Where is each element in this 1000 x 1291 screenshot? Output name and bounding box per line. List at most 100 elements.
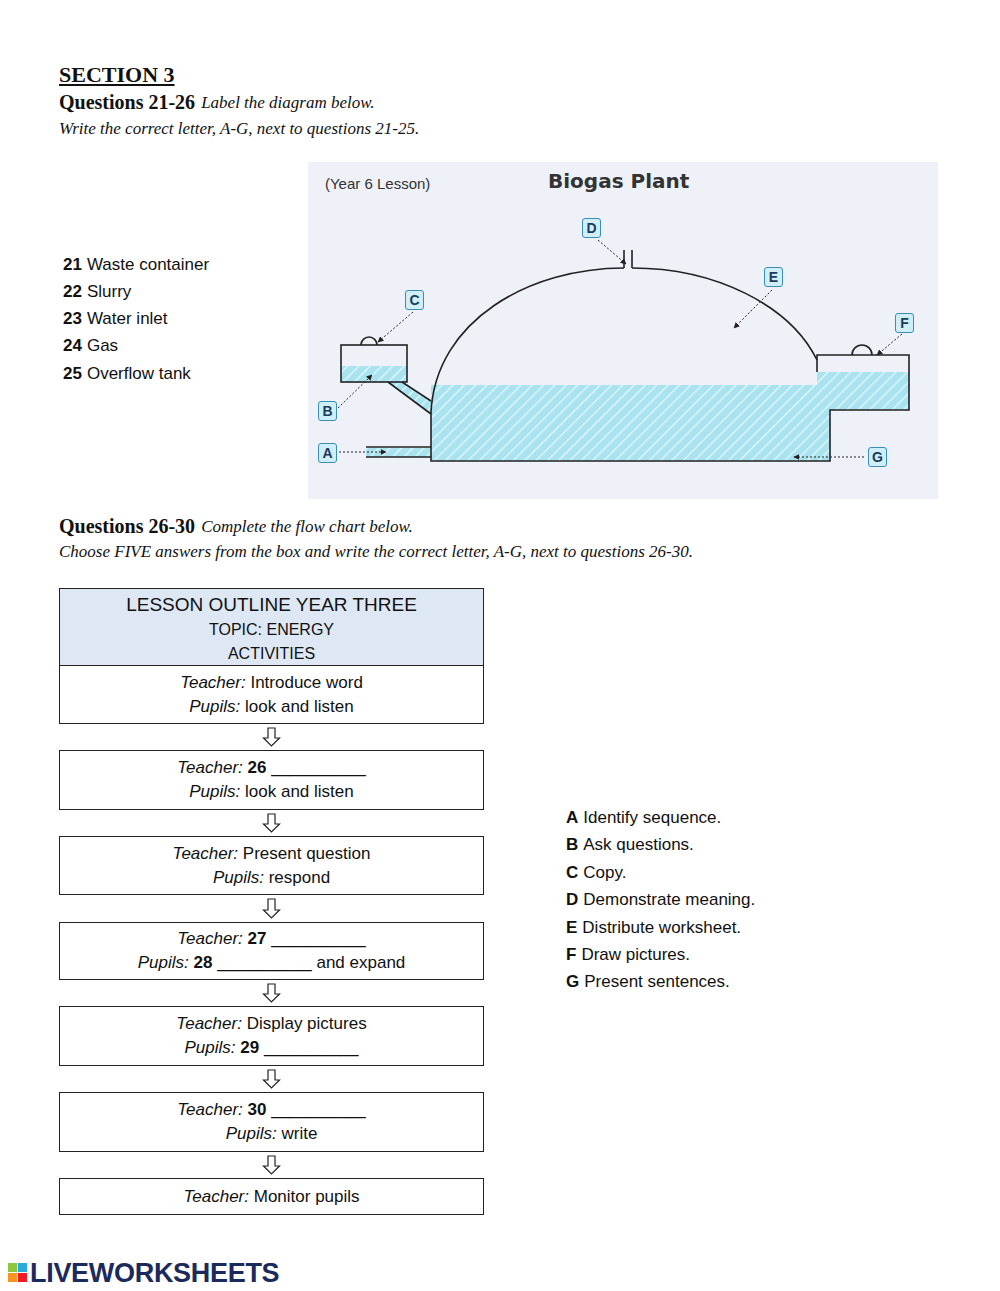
text-line: Pupils:28 __________and expand xyxy=(138,951,406,975)
box-text: __________ xyxy=(264,1038,359,1057)
flow-arrow xyxy=(264,1156,280,1174)
question-number: 30 xyxy=(248,1100,267,1119)
text-line: Teacher: Monitor pupils xyxy=(183,1185,359,1209)
answer-item: Waste container xyxy=(87,255,209,275)
box-text: look and listen xyxy=(245,782,354,801)
flow-arrow xyxy=(264,814,280,832)
role-label: Pupils: xyxy=(138,953,189,972)
callout-letter: B xyxy=(318,401,337,421)
text-line: Teacher: 26__________ xyxy=(177,756,366,780)
role-label: Teacher: xyxy=(176,1014,242,1033)
instruction: Label the diagram below. xyxy=(201,93,374,113)
role-label: Teacher: xyxy=(177,929,243,948)
answer-item: Overflow tank xyxy=(87,364,191,384)
option-letter: D xyxy=(566,890,578,910)
answer-item: Gas xyxy=(87,336,118,356)
instruction: Write the correct letter, A-G, next to q… xyxy=(59,119,419,139)
option-text: Present sentences. xyxy=(584,972,730,992)
box-text: Monitor pupils xyxy=(254,1187,360,1206)
logo-icon xyxy=(8,1263,27,1282)
text-line: Pupils: look and listen xyxy=(189,695,353,719)
activity-box: Teacher:27__________Pupils:28__________a… xyxy=(59,922,484,980)
activity-box: Teacher: 26__________ Pupils: look and list… xyxy=(59,750,484,810)
text-line: Teacher:Present question xyxy=(173,842,371,866)
box-text: write xyxy=(281,1124,317,1143)
text-line: Teacher: Display pictures xyxy=(176,1012,366,1036)
role-label: Teacher: xyxy=(177,1100,243,1119)
box-text: __________ xyxy=(271,1100,366,1119)
role-label: Teacher: xyxy=(180,673,246,692)
box-text: respond xyxy=(269,868,330,887)
role-label: Pupils: xyxy=(185,1038,236,1057)
text-line: Pupils: look and listen xyxy=(189,780,353,804)
box-text: and expand xyxy=(316,953,405,972)
flow-arrow xyxy=(264,728,280,746)
question-heading: Questions 21-26 xyxy=(59,91,195,114)
image-caption: (Year 6 Lesson) xyxy=(325,175,430,192)
callout-letter: F xyxy=(895,313,914,333)
box-text: look and listen xyxy=(245,697,354,716)
question-number: 29 xyxy=(240,1038,259,1057)
question-number: 25 xyxy=(63,364,82,384)
plant-outline xyxy=(341,250,909,461)
option-text: Demonstrate meaning. xyxy=(583,890,755,910)
option-text: Copy. xyxy=(583,863,626,883)
callout-letter: E xyxy=(764,267,783,287)
activity-box: Teacher:30__________Pupils:write xyxy=(59,1092,484,1152)
question-number: 21 xyxy=(63,255,82,275)
answer-item: Water inlet xyxy=(87,309,168,329)
activity-box: Teacher:Present questionPupils: respond xyxy=(59,836,484,895)
box-text: LESSON OUTLINE YEAR THREE xyxy=(126,594,417,615)
logo-text: LIVEWORKSHEETS xyxy=(30,1258,279,1289)
question-number: 24 xyxy=(63,336,82,356)
text-line: LESSON OUTLINE YEAR THREE xyxy=(126,592,417,618)
option-letter: A xyxy=(566,808,578,828)
text-line: Teacher:Introduce word xyxy=(180,671,363,695)
instruction: Complete the flow chart below. xyxy=(201,517,413,537)
box-text: Introduce word xyxy=(250,673,362,692)
option-letter: G xyxy=(566,972,579,992)
question-number: 22 xyxy=(63,282,82,302)
leader-lines xyxy=(338,240,902,457)
option-text: Identify sequence. xyxy=(583,808,721,828)
box-text: Present question xyxy=(243,844,371,863)
activity-box: Teacher: Display picturesPupils:29 _______… xyxy=(59,1006,484,1066)
slurry-fill xyxy=(341,366,909,461)
role-label: Pupils: xyxy=(189,697,240,716)
callout-letter: A xyxy=(318,443,337,463)
callout-letter: D xyxy=(582,218,601,238)
option-text: Ask questions. xyxy=(583,835,694,855)
flow-arrow xyxy=(264,899,280,918)
role-label: Teacher: xyxy=(183,1187,249,1206)
box-text: __________ xyxy=(271,758,366,777)
role-label: Pupils: xyxy=(213,868,264,887)
role-label: Teacher: xyxy=(177,758,243,777)
section-heading: SECTION 3 xyxy=(59,62,175,88)
answer-item: Slurry xyxy=(87,282,131,302)
option-letter: F xyxy=(566,945,576,965)
text-line: Pupils:29 __________ xyxy=(185,1036,359,1060)
text-line: Teacher: 27__________ xyxy=(177,927,366,951)
box-text: Display pictures xyxy=(247,1014,367,1033)
question-number: 26 xyxy=(248,758,267,777)
option-text: Draw pictures. xyxy=(581,945,690,965)
box-text: ACTIVITIES xyxy=(228,645,315,662)
flow-arrow xyxy=(264,1070,280,1088)
box-text: __________ xyxy=(271,929,366,948)
callout-letter: C xyxy=(405,290,424,310)
text-line: Teacher: 30__________ xyxy=(177,1098,366,1122)
role-label: Pupils: xyxy=(189,782,240,801)
instruction: Choose FIVE answers from the box and wri… xyxy=(59,542,693,562)
image-ground xyxy=(308,162,938,499)
option-letter: B xyxy=(566,835,578,855)
box-text: __________ xyxy=(217,953,312,972)
question-number: 27 xyxy=(248,929,267,948)
question-number: 23 xyxy=(63,309,82,329)
question-number: 28 xyxy=(193,953,212,972)
text-line: Pupils: respond xyxy=(213,866,330,890)
activity-box: Teacher: Monitor pupils xyxy=(59,1178,484,1215)
diagram-title: Biogas Plant xyxy=(548,169,689,193)
question-heading: Questions 26-30 xyxy=(59,515,195,538)
box-text: TOPIC: ENERGY xyxy=(209,621,334,638)
option-letter: E xyxy=(566,918,577,938)
